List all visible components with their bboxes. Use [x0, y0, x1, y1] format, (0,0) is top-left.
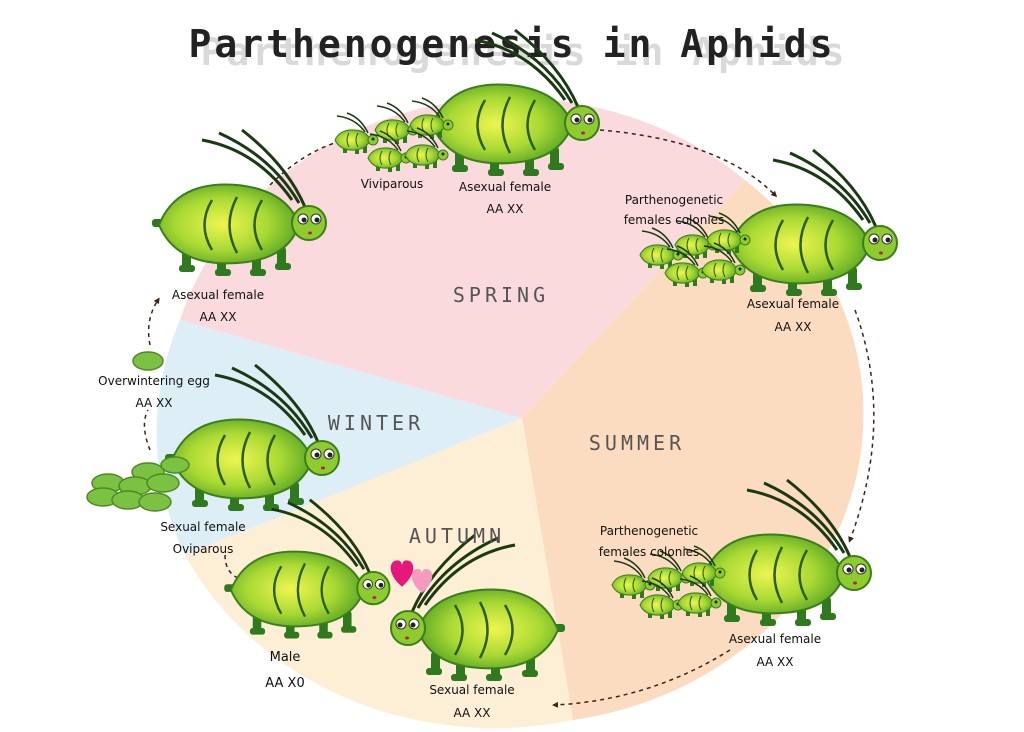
label-male: Male — [269, 650, 301, 665]
label-early-female: Asexual female — [171, 288, 265, 302]
label-spring-genotype: AA XX — [486, 202, 524, 216]
label-male-genotype: AA X0 — [265, 676, 305, 691]
arrow-summer-down — [848, 309, 875, 543]
label-winter-sexual-female: Sexual female — [160, 520, 246, 534]
label-summer2-genotype: AA XX — [756, 655, 794, 669]
egg-cluster — [86, 456, 190, 512]
label-autumn-sexual-female: Sexual female — [429, 683, 515, 697]
label-summer1-colonies-a: Parthenogenetic — [624, 193, 724, 207]
overwintering-egg — [132, 351, 164, 371]
label-summer2-colonies-b: females colonies — [598, 545, 700, 559]
arrow-summer-to-autumn — [552, 649, 731, 708]
label-viviparous: Viviparous — [360, 177, 424, 191]
season-summer: SUMMER — [588, 431, 686, 455]
label-egg-genotype: AA XX — [135, 396, 173, 410]
label-spring-female: Asexual female — [458, 180, 552, 194]
arrow-spring-to-summer — [599, 129, 778, 198]
label-summer2-female: Asexual female — [728, 632, 822, 646]
cycle-arrows — [143, 129, 875, 708]
arrow-to-egg — [143, 409, 151, 451]
label-oviparous: Oviparous — [172, 542, 234, 556]
arrow-oviparous-to-male — [224, 554, 239, 579]
label-summer2-colonies-a: Parthenogenetic — [599, 524, 699, 538]
season-winter: WINTER — [327, 411, 425, 435]
label-autumn-sexual-genotype: AA XX — [453, 706, 491, 720]
season-spring: SPRING — [452, 283, 550, 307]
label-egg: Overwintering egg — [98, 374, 210, 388]
label-summer1-genotype: AA XX — [774, 320, 812, 334]
label-summer1-female: Asexual female — [746, 297, 840, 311]
label-early-genotype: AA XX — [199, 310, 237, 324]
spring-sector — [180, 97, 745, 418]
season-autumn: AUTUMN — [408, 524, 506, 548]
label-summer1-colonies-b: females colonies — [623, 213, 725, 227]
arrow-egg-to-spring — [147, 297, 160, 346]
